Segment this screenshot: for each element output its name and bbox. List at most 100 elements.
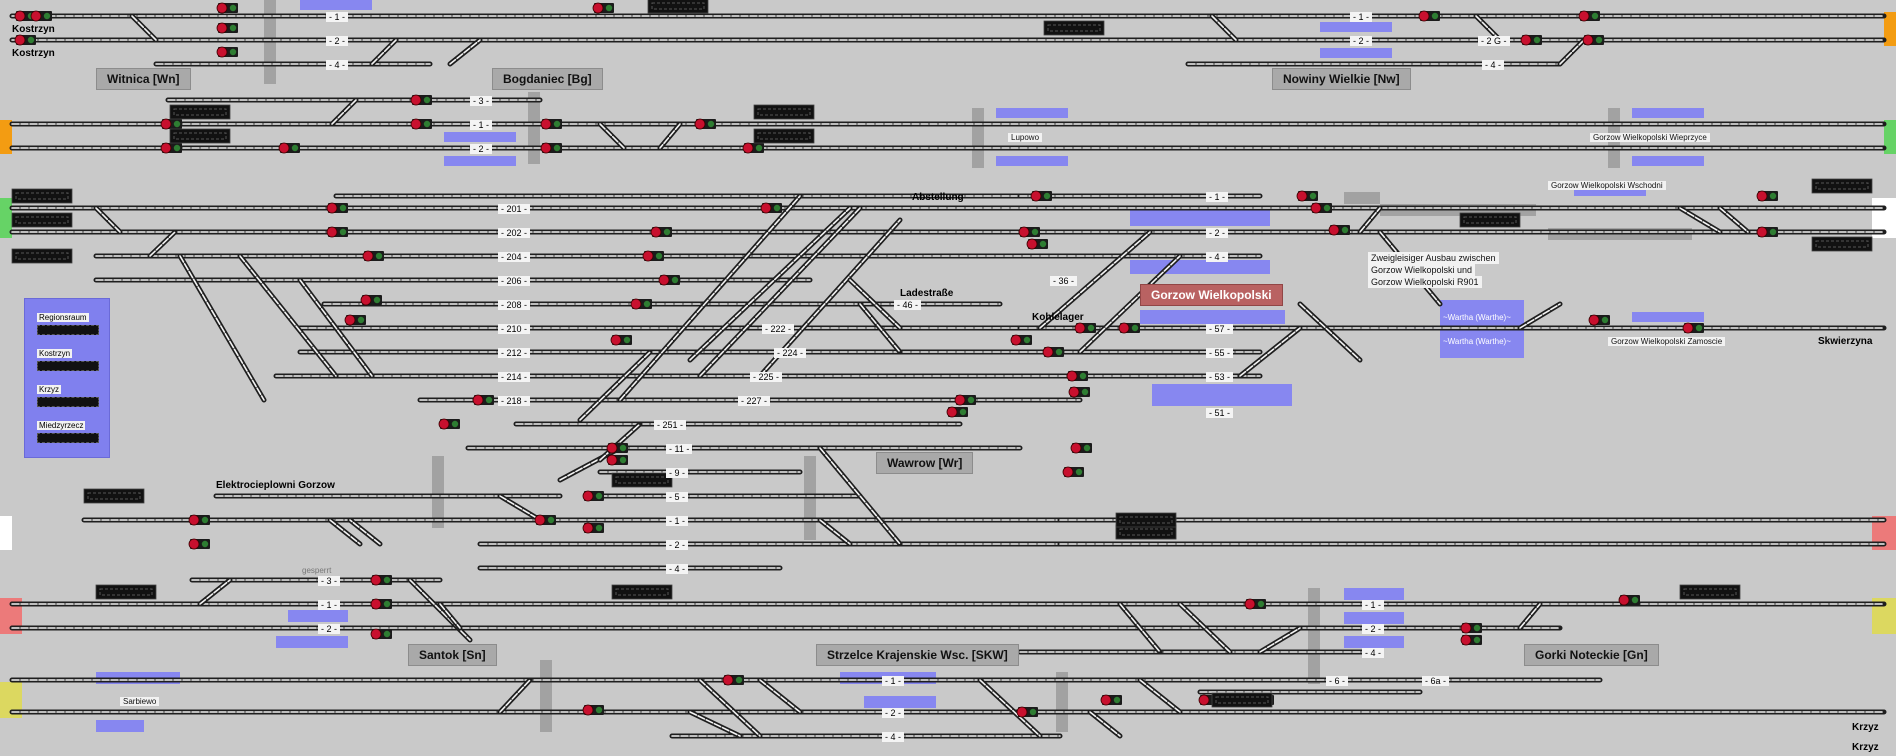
panel-item-regionsraum[interactable]: Regionsraum — [37, 313, 89, 322]
signal[interactable] — [1418, 10, 1441, 22]
terminal-krzyz-top[interactable]: Krzyz — [1852, 722, 1879, 733]
signal[interactable] — [694, 118, 717, 130]
signal[interactable] — [278, 142, 301, 154]
signal[interactable] — [954, 394, 977, 406]
signal[interactable] — [188, 514, 211, 526]
signal[interactable] — [582, 490, 605, 502]
block-section[interactable] — [1152, 384, 1292, 406]
signal[interactable] — [1682, 322, 1705, 334]
signal[interactable] — [370, 598, 393, 610]
signal[interactable] — [438, 418, 461, 430]
signal[interactable] — [1588, 314, 1611, 326]
signal[interactable] — [1018, 226, 1041, 238]
station-strzelce[interactable]: Strzelce Krajenskie Wsc. [SKW] — [816, 644, 1019, 666]
lane-marker-orange-left[interactable] — [0, 120, 12, 154]
block-section[interactable] — [864, 696, 936, 708]
signal[interactable] — [326, 202, 349, 214]
signal[interactable] — [1026, 238, 1049, 250]
signal[interactable] — [540, 142, 563, 154]
signal[interactable] — [610, 334, 633, 346]
signal[interactable] — [658, 274, 681, 286]
signal[interactable] — [1070, 442, 1093, 454]
label-elektrocieplowni[interactable]: Elektrocieplowni Gorzow — [216, 480, 335, 491]
signal[interactable] — [1042, 346, 1065, 358]
signal[interactable] — [642, 250, 665, 262]
signal[interactable] — [1756, 190, 1779, 202]
signal[interactable] — [1578, 10, 1601, 22]
block-section[interactable] — [1130, 206, 1270, 226]
signal[interactable] — [722, 674, 745, 686]
signal[interactable] — [216, 46, 239, 58]
signal[interactable] — [362, 250, 385, 262]
station-gorki[interactable]: Gorki Noteckie [Gn] — [1524, 644, 1659, 666]
signal[interactable] — [1310, 202, 1333, 214]
block-section[interactable] — [300, 0, 372, 10]
block-section[interactable] — [1632, 312, 1704, 322]
signal[interactable] — [216, 2, 239, 14]
block-section[interactable] — [1344, 612, 1404, 624]
signal[interactable] — [1074, 322, 1097, 334]
terminal-kostrzyn-bottom[interactable]: Kostrzyn — [12, 48, 55, 59]
label-ladestrasse[interactable]: Ladestraße — [900, 288, 954, 299]
lane-marker-yellow-left[interactable] — [0, 682, 22, 718]
signal[interactable] — [534, 514, 557, 526]
signal[interactable] — [360, 294, 383, 306]
region-panel[interactable]: Regionsraum Kostrzyn Krzyz Miedzyrzecz — [24, 298, 110, 458]
signal[interactable] — [1520, 34, 1543, 46]
signal[interactable] — [1100, 694, 1123, 706]
signal[interactable] — [160, 118, 183, 130]
signal[interactable] — [540, 118, 563, 130]
block-section[interactable] — [1344, 588, 1404, 600]
terminal-krzyz-bottom[interactable]: Krzyz — [1852, 742, 1879, 753]
block-section[interactable] — [1320, 22, 1392, 32]
lane-marker-white-left[interactable] — [0, 516, 12, 550]
signal[interactable] — [742, 142, 765, 154]
panel-item-krzyz[interactable]: Krzyz — [37, 385, 61, 394]
block-section[interactable] — [288, 610, 348, 622]
block-section[interactable] — [276, 636, 348, 648]
terminal-skwierzyna[interactable]: Skwierzyna — [1818, 336, 1873, 347]
lane-marker-green-right[interactable] — [1884, 120, 1896, 154]
signal[interactable] — [472, 394, 495, 406]
signal[interactable] — [344, 314, 367, 326]
label-kohlelager[interactable]: Kohlelager — [1032, 312, 1084, 323]
signal[interactable] — [760, 202, 783, 214]
signal[interactable] — [1244, 598, 1267, 610]
signal[interactable] — [30, 10, 53, 22]
block-section[interactable] — [1140, 310, 1285, 324]
signal[interactable] — [606, 454, 629, 466]
block-section[interactable] — [1574, 186, 1646, 196]
signal[interactable] — [1016, 706, 1039, 718]
signal[interactable] — [188, 538, 211, 550]
signal[interactable] — [326, 226, 349, 238]
signal[interactable] — [370, 574, 393, 586]
lane-marker-pink-left[interactable] — [0, 598, 22, 634]
block-section[interactable] — [996, 156, 1068, 166]
signal[interactable] — [1582, 34, 1605, 46]
block-section[interactable] — [1632, 108, 1704, 118]
signal[interactable] — [630, 298, 653, 310]
signal[interactable] — [650, 226, 673, 238]
label-abstellung[interactable]: Abstellung — [912, 192, 964, 203]
signal[interactable] — [606, 442, 629, 454]
station-wawrow[interactable]: Wawrow [Wr] — [876, 452, 974, 474]
lane-marker-kostrzyn-right[interactable] — [1884, 12, 1896, 46]
signal[interactable] — [1010, 334, 1033, 346]
signal[interactable] — [216, 22, 239, 34]
signal[interactable] — [1062, 466, 1085, 478]
signal[interactable] — [1328, 224, 1351, 236]
block-section[interactable] — [444, 132, 516, 142]
signal[interactable] — [1118, 322, 1141, 334]
block-section[interactable] — [996, 108, 1068, 118]
block-section[interactable] — [96, 720, 144, 732]
panel-item-kostrzyn[interactable]: Kostrzyn — [37, 349, 73, 358]
signal[interactable] — [1460, 634, 1483, 646]
signal[interactable] — [14, 34, 37, 46]
signal[interactable] — [582, 522, 605, 534]
signal[interactable] — [1756, 226, 1779, 238]
block-section[interactable] — [1320, 48, 1392, 58]
signal[interactable] — [410, 118, 433, 130]
station-gorzow[interactable]: Gorzow Wielkopolski — [1140, 284, 1283, 306]
signal[interactable] — [582, 704, 605, 716]
block-section[interactable] — [444, 156, 516, 166]
